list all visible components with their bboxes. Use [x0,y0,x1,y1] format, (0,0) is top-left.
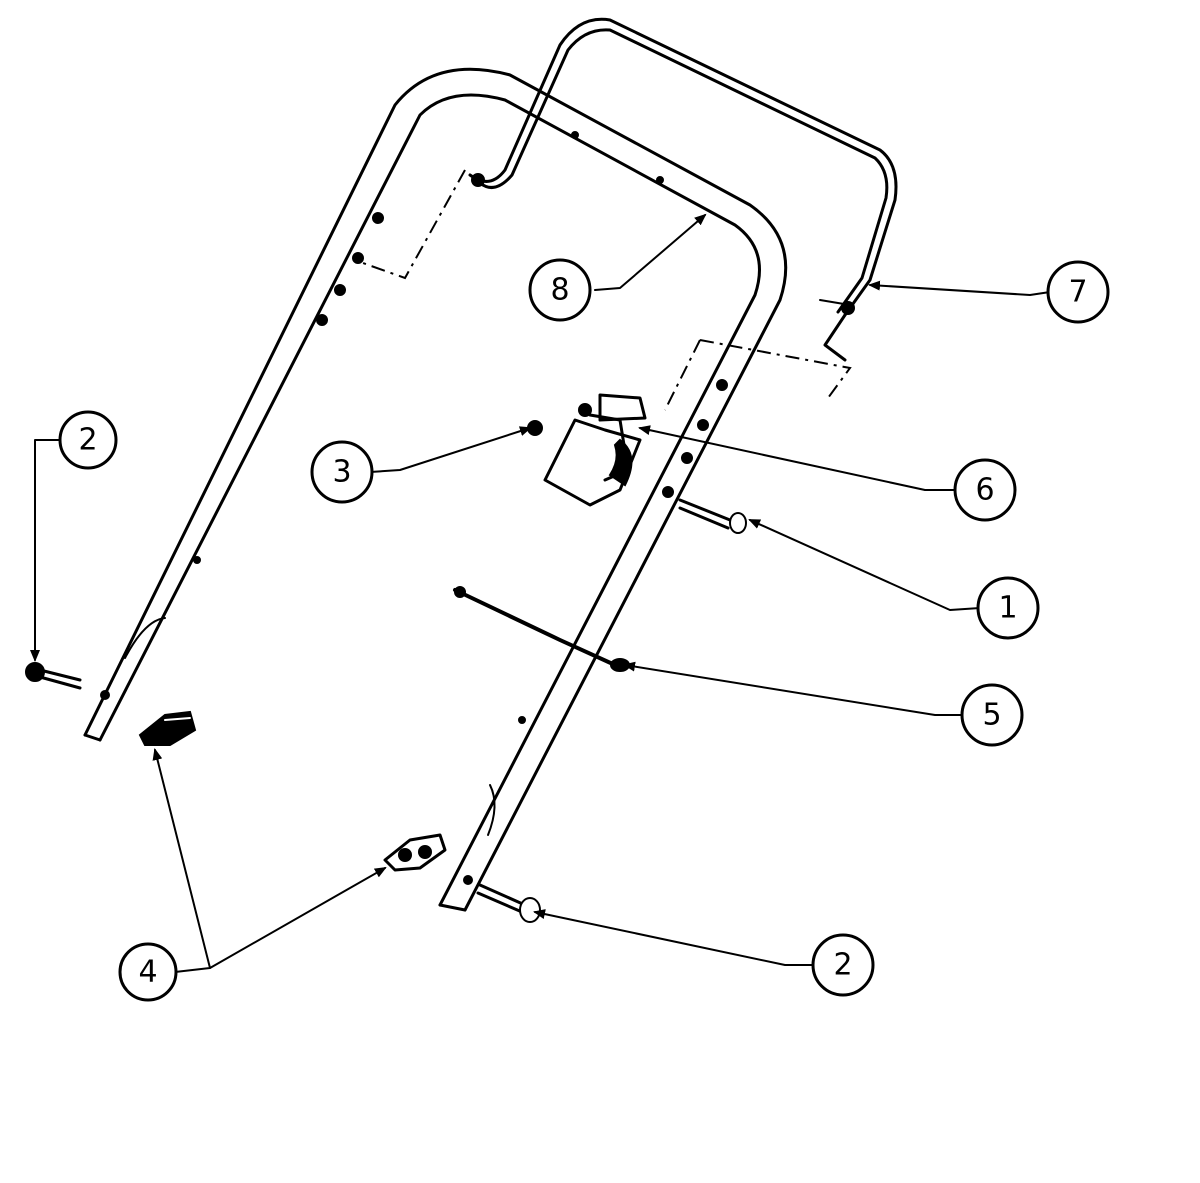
callout-1: 1 [976,576,1040,640]
callout-8: 8 [528,258,592,322]
callout-2-left: 2 [58,410,118,470]
callout-3-label: 3 [332,455,351,490]
bolt-part-2-lower [476,883,541,923]
callout-7-label: 7 [1068,275,1087,310]
knob-part-4-left [138,710,197,746]
control-bar [468,17,898,362]
callout-5: 5 [960,683,1024,747]
cable-part-5 [453,586,630,672]
callout-6: 6 [953,458,1017,522]
alignment-lines [359,169,852,411]
bolt-part-2-left [25,662,82,690]
callout-6-label: 6 [975,473,994,508]
rope-guide-part [543,393,647,507]
bolt-part-1 [678,498,747,534]
callout-8-label: 8 [550,273,569,308]
callout-4: 4 [118,942,178,1002]
callout-2-lower-label: 2 [833,948,852,983]
callout-5-label: 5 [982,698,1001,733]
callout-7: 7 [1046,260,1110,324]
callout-2-lower: 2 [811,933,875,997]
leader-lines [30,213,1051,973]
upper-handle-frame [83,67,788,912]
callout-1-label: 1 [998,591,1017,626]
callout-4-label: 4 [138,955,157,990]
callout-2-left-label: 2 [78,423,97,458]
knob-part-4-right [383,833,447,872]
callout-3: 3 [310,440,374,504]
